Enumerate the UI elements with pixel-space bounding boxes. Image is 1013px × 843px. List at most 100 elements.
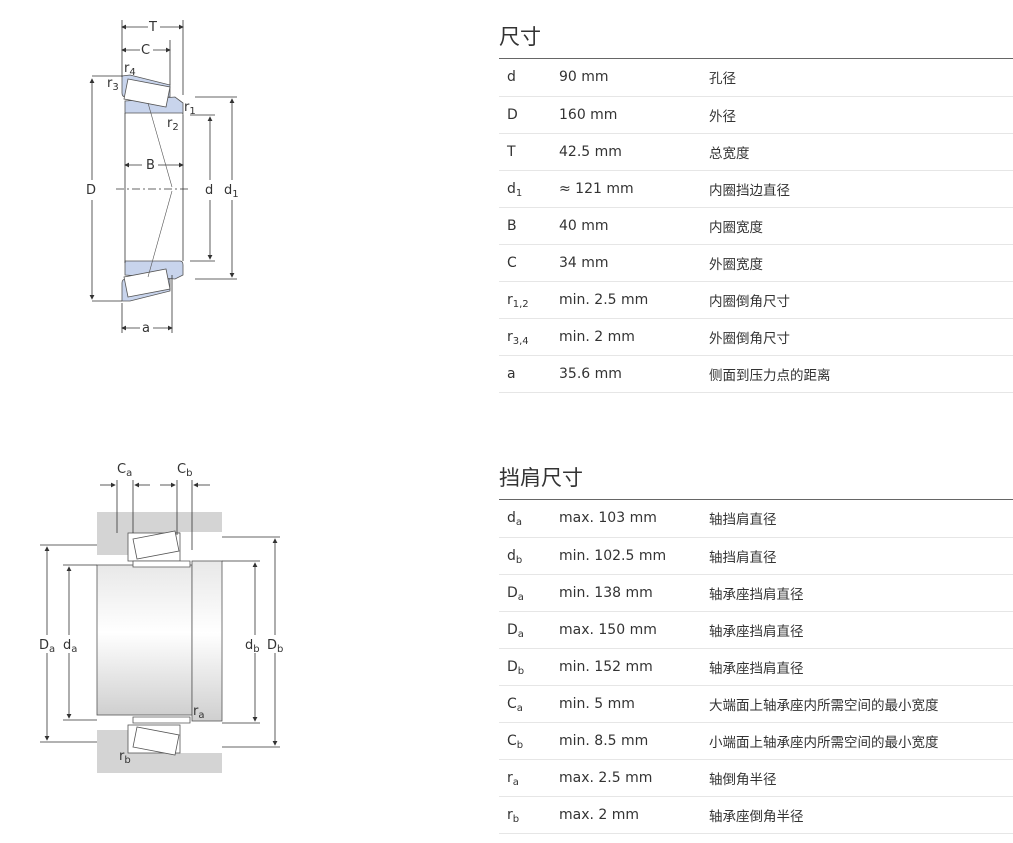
value: min. 2.5 mm	[559, 291, 649, 308]
table-row: Da min. 138 mm 轴承座挡肩直径	[499, 574, 1013, 611]
description: 外圈宽度	[709, 256, 763, 273]
label-da: da	[63, 638, 77, 655]
value: 90 mm	[559, 69, 609, 86]
description: 轴承座挡肩直径	[709, 623, 804, 640]
label-db: db	[245, 638, 260, 655]
value: max. 150 mm	[559, 621, 657, 638]
table-row: C 34 mm 外圈宽度	[499, 244, 1013, 281]
table-row: da max. 103 mm 轴挡肩直径	[499, 500, 1013, 537]
description: 大端面上轴承座内所需空间的最小宽度	[709, 697, 939, 714]
label-rb: rb	[119, 749, 131, 766]
symbol: Db	[507, 658, 525, 677]
symbol: T	[507, 143, 516, 160]
table-row: Cb min. 8.5 mm 小端面上轴承座内所需空间的最小宽度	[499, 722, 1013, 759]
label-ra: ra	[193, 704, 205, 721]
table-row: r1,2 min. 2.5 mm 内圈倒角尺寸	[499, 281, 1013, 318]
symbol: da	[507, 510, 523, 529]
bearing-outer-ring-top	[121, 74, 184, 116]
value: max. 103 mm	[559, 510, 657, 527]
table-row: r3,4 min. 2 mm 外圈倒角尺寸	[499, 318, 1013, 355]
description: 外径	[709, 108, 736, 125]
abutment-dimensions-diagram: Ca Cb Da da db Db ra rb	[35, 455, 295, 785]
table-row: Da max. 150 mm 轴承座挡肩直径	[499, 611, 1013, 648]
description: 孔径	[709, 71, 736, 88]
value: 40 mm	[559, 217, 609, 234]
dimensions-title: 尺寸	[499, 22, 1013, 59]
label-d1: d1	[224, 183, 239, 200]
shaft	[96, 560, 223, 722]
symbol: Da	[507, 584, 524, 603]
label-r1: r1	[184, 100, 196, 117]
value: min. 102.5 mm	[559, 547, 667, 564]
label-a: a	[142, 321, 150, 336]
description: 轴承座倒角半径	[709, 808, 804, 825]
table-row: Ca min. 5 mm 大端面上轴承座内所需空间的最小宽度	[499, 685, 1013, 722]
symbol: C	[507, 254, 517, 271]
symbol: r3,4	[507, 328, 529, 347]
symbol: Da	[507, 621, 524, 640]
value: min. 2 mm	[559, 328, 635, 345]
label-r2: r2	[167, 116, 179, 133]
value: min. 138 mm	[559, 584, 653, 601]
description: 轴承座挡肩直径	[709, 660, 804, 677]
description: 外圈倒角尺寸	[709, 330, 790, 347]
label-r4: r4	[124, 61, 136, 78]
abutment-section: 挡肩尺寸 da max. 103 mm 轴挡肩直径 db min. 102.5 mm 轴…	[499, 463, 1013, 834]
label-D: D	[86, 183, 96, 198]
description: 轴挡肩直径	[709, 549, 777, 566]
table-row: ra max. 2.5 mm 轴倒角半径	[499, 759, 1013, 796]
value: min. 5 mm	[559, 695, 635, 712]
value: max. 2 mm	[559, 806, 640, 823]
table-row: d1 ≈ 121 mm 内圈挡边直径	[499, 170, 1013, 207]
value: 160 mm	[559, 106, 618, 123]
symbol: ra	[507, 769, 519, 788]
value: max. 2.5 mm	[559, 769, 653, 786]
table-row: B 40 mm 内圈宽度	[499, 207, 1013, 244]
label-T: T	[148, 20, 157, 35]
symbol: db	[507, 547, 523, 566]
description: 内圈宽度	[709, 219, 763, 236]
symbol: d	[507, 69, 516, 86]
value: 34 mm	[559, 254, 609, 271]
description: 轴挡肩直径	[709, 512, 777, 529]
label-C: C	[141, 43, 150, 58]
symbol: r1,2	[507, 291, 529, 310]
value: ≈ 121 mm	[559, 180, 634, 197]
label-r3: r3	[107, 76, 119, 93]
table-row: db min. 102.5 mm 轴挡肩直径	[499, 537, 1013, 574]
symbol: B	[507, 217, 517, 234]
bearing-top	[127, 530, 191, 568]
label-Da: Da	[39, 638, 55, 655]
description: 侧面到压力点的距离	[709, 367, 831, 384]
description: 小端面上轴承座内所需空间的最小宽度	[709, 734, 939, 751]
table-row: rb max. 2 mm 轴承座倒角半径	[499, 796, 1013, 833]
symbol: d1	[507, 180, 523, 199]
bearing-dimensions-diagram: T C B D d d1 a r4 r3 r1 r2	[80, 15, 250, 345]
label-Cb: Cb	[177, 462, 192, 479]
label-Ca: Ca	[117, 462, 132, 479]
description: 轴承座挡肩直径	[709, 586, 804, 603]
symbol: Cb	[507, 732, 524, 751]
abutment-title: 挡肩尺寸	[499, 463, 1013, 500]
description: 内圈倒角尺寸	[709, 293, 790, 310]
description: 总宽度	[709, 145, 750, 162]
value: min. 8.5 mm	[559, 732, 649, 749]
symbol: rb	[507, 806, 520, 825]
bearing-outer-ring-bottom	[121, 260, 184, 302]
label-d: d	[205, 183, 213, 198]
table-row: d 90 mm 孔径	[499, 59, 1013, 96]
table-row: T 42.5 mm 总宽度	[499, 133, 1013, 170]
value: 42.5 mm	[559, 143, 622, 160]
label-B: B	[146, 158, 155, 173]
description: 内圈挡边直径	[709, 182, 790, 199]
symbol: Ca	[507, 695, 523, 714]
symbol: a	[507, 365, 516, 382]
label-Db: Db	[267, 638, 283, 655]
description: 轴倒角半径	[709, 771, 777, 788]
